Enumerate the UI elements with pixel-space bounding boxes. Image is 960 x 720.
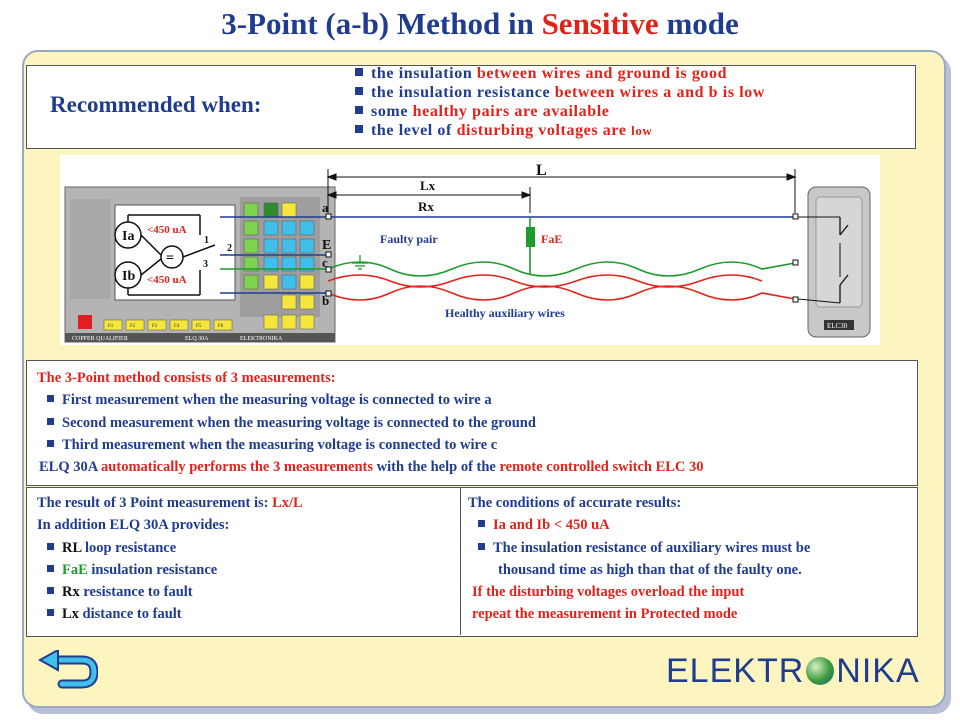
svg-text:<450 uA: <450 uA <box>147 224 187 236</box>
list-item: the insulation resistance between wires … <box>355 83 765 102</box>
bullet-icon <box>47 417 54 425</box>
list-item: Third measurement when the measuring vol… <box>37 434 704 456</box>
bullet-icon <box>355 87 363 95</box>
svg-text:1: 1 <box>204 235 209 246</box>
svg-text:L: L <box>536 162 547 179</box>
bullet-icon <box>47 609 54 617</box>
globe-icon <box>806 657 835 685</box>
list-item: Lx distance to fault <box>37 603 303 625</box>
svg-text:ELQ 30A: ELQ 30A <box>185 336 209 342</box>
method-box <box>26 360 918 486</box>
elc30-switch: ELC30 <box>797 186 871 338</box>
divider <box>460 488 461 635</box>
method-footer: ELQ 30A automatically performs the 3 mea… <box>39 459 704 476</box>
svg-text:Faulty pair: Faulty pair <box>380 232 438 246</box>
fae-resistor <box>526 227 535 247</box>
svg-text:Ib: Ib <box>122 269 135 284</box>
warning-line: repeat the measurement in Protected mode <box>472 606 738 623</box>
list-item: some healthy pairs are available <box>355 102 765 121</box>
result-box <box>26 487 918 637</box>
svg-text:2: 2 <box>227 243 232 254</box>
svg-text:a: a <box>322 200 329 215</box>
bullet-icon <box>355 68 363 76</box>
svg-text:3: 3 <box>203 259 208 270</box>
result-subheading: In addition ELQ 30A provides: <box>37 517 230 534</box>
method-text: The 3-Point method consists of 3 measure… <box>37 367 704 478</box>
bullet-icon <box>355 125 363 133</box>
svg-text:c: c <box>322 255 328 270</box>
list-item: the insulation between wires and ground … <box>355 64 765 83</box>
svg-text:F3: F3 <box>152 324 158 329</box>
list-item: First measurement when the measuring vol… <box>37 389 704 411</box>
svg-text:FaE: FaE <box>541 232 562 246</box>
svg-text:Healthy auxiliary wires: Healthy auxiliary wires <box>445 306 565 320</box>
list-item: The insulation resistance of auxiliary w… <box>468 537 810 559</box>
svg-text:F1: F1 <box>108 324 114 329</box>
bullet-icon <box>355 106 363 114</box>
svg-text:F4: F4 <box>174 324 180 329</box>
recommended-list: the insulation between wires and ground … <box>355 64 765 140</box>
svg-text:<450 uA: <450 uA <box>147 274 187 286</box>
svg-text:F6: F6 <box>218 324 224 329</box>
bullet-icon <box>47 439 54 447</box>
svg-text:b: b <box>322 293 329 308</box>
bullet-icon <box>478 542 485 550</box>
list-item: Second measurement when the measuring vo… <box>37 412 704 434</box>
bullet-icon <box>47 395 54 403</box>
result-text: The result of 3 Point measurement is: Lx… <box>37 492 303 626</box>
svg-text:ELC30: ELC30 <box>827 322 848 330</box>
list-item: Ia and Ib < 450 uA <box>468 514 810 536</box>
bullet-icon <box>47 564 54 572</box>
warning-line: If the disturbing voltages overload the … <box>472 584 745 601</box>
conditions-heading: The conditions of accurate results: <box>468 495 682 511</box>
svg-text:F5: F5 <box>196 324 202 329</box>
method-heading: The 3-Point method consists of 3 measure… <box>37 370 336 386</box>
svg-text:COPPER QUALIFIER: COPPER QUALIFIER <box>72 336 128 342</box>
list-item: RL loop resistance <box>37 537 303 559</box>
svg-text:F2: F2 <box>130 324 136 329</box>
page-title: 3-Point (a-b) Method in Sensitive mode <box>221 6 739 41</box>
bullet-icon <box>47 542 54 550</box>
recommended-box <box>26 65 916 149</box>
svg-text:Ia: Ia <box>122 229 134 244</box>
svg-text:ELEKTRONIKA: ELEKTRONIKA <box>240 336 283 342</box>
list-item-continued: thousand time as high than that of the f… <box>498 561 802 578</box>
svg-text:Lx: Lx <box>420 178 436 193</box>
svg-text:E: E <box>322 238 331 253</box>
recommended-label: Recommended when: <box>50 92 262 117</box>
list-item: Rx resistance to fault <box>37 581 303 603</box>
bullet-icon <box>478 520 485 528</box>
back-arrow-button[interactable] <box>38 650 98 690</box>
svg-text:=: = <box>166 251 174 266</box>
list-item: the level of disturbing voltages are low <box>355 121 765 140</box>
conditions-text: The conditions of accurate results: Ia a… <box>468 492 810 626</box>
svg-text:Rx: Rx <box>418 199 434 214</box>
bullet-icon <box>47 587 54 595</box>
list-item: FaE insulation resistance <box>37 559 303 581</box>
result-line: The result of 3 Point measurement is: Lx… <box>37 495 303 511</box>
